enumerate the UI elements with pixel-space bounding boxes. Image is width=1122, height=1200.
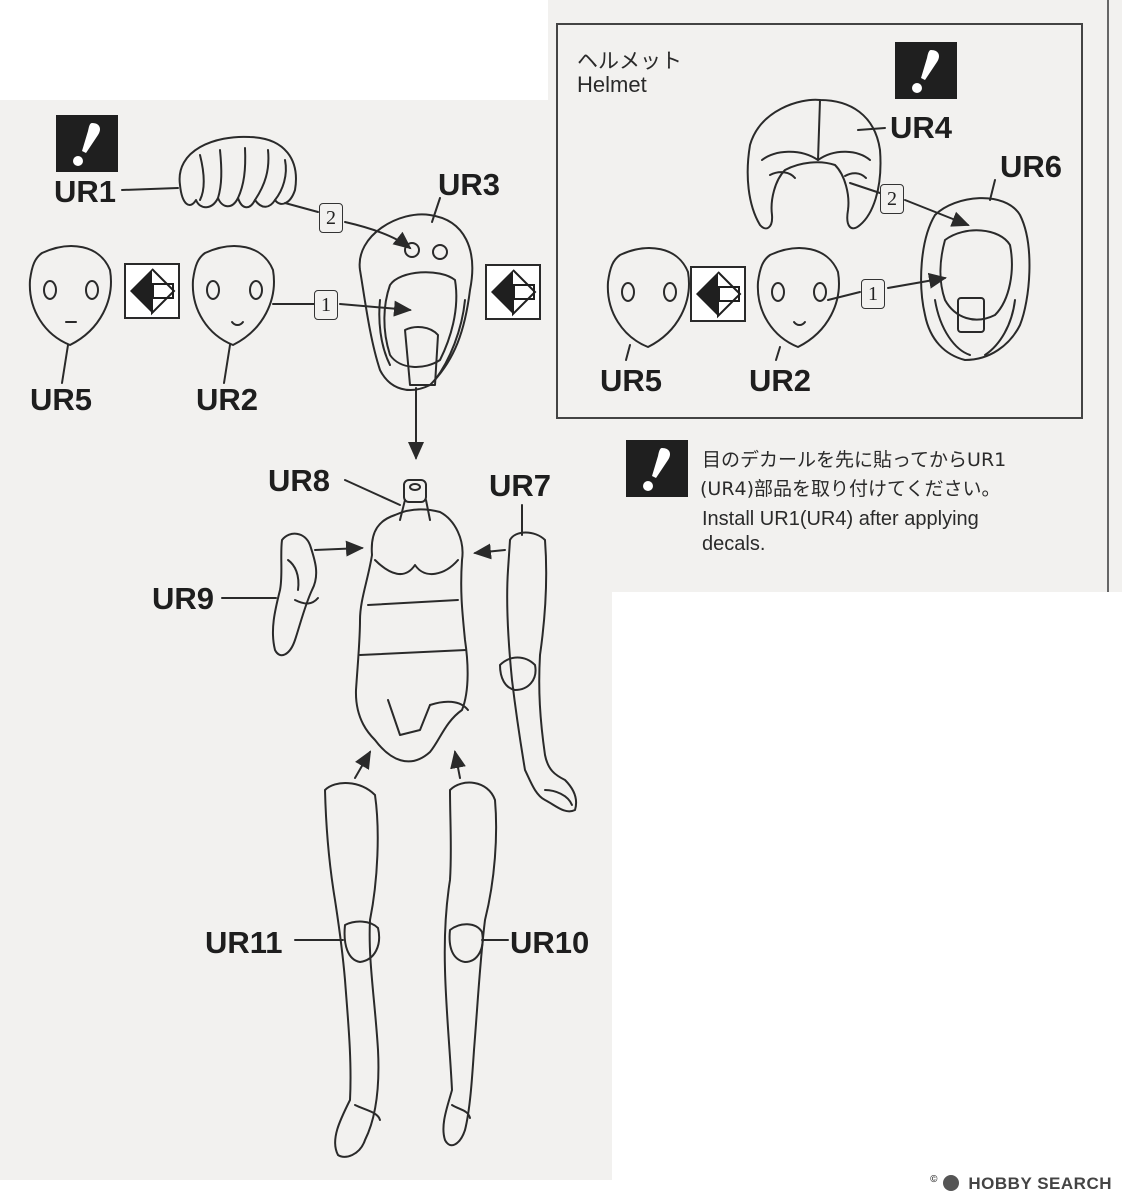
brand-name: HOBBY SEARCH xyxy=(968,1174,1112,1193)
part-label-ur10: UR10 xyxy=(510,925,590,960)
part-label-ur8: UR8 xyxy=(268,463,331,498)
leg-part-ur11 xyxy=(324,782,381,1158)
note-en-line2: decals. xyxy=(702,533,766,555)
step-number-1: 1 xyxy=(861,279,885,309)
guide-step1-right-b xyxy=(887,272,947,289)
guide-ur7 xyxy=(473,543,506,560)
leader-ur2-right xyxy=(775,346,781,361)
face-ur5-left xyxy=(28,245,112,346)
swap-arrows-icon xyxy=(690,266,746,322)
sheet-edge-line xyxy=(1107,0,1109,592)
swap-arrows-icon xyxy=(124,263,180,319)
note-jp-line1: 目のデカールを先に貼ってからUR1 xyxy=(702,449,1007,471)
guide-step2-left xyxy=(284,202,319,213)
guide-step1-left-b xyxy=(339,300,412,317)
part-label-ur3: UR3 xyxy=(438,167,501,202)
guide-ur9 xyxy=(314,540,364,557)
step-number-2: 2 xyxy=(880,184,904,214)
guide-ur11 xyxy=(354,750,371,779)
leader-ur3 xyxy=(431,197,441,223)
swap-arrows-icon xyxy=(485,264,541,320)
leader-ur1 xyxy=(121,187,179,191)
face-ur2-right xyxy=(756,247,840,348)
watermark: © HOBBY SEARCH xyxy=(930,1174,1112,1194)
guide-step2-right-b xyxy=(904,199,970,227)
leader-ur2-left xyxy=(223,344,231,384)
leader-ur6 xyxy=(989,179,996,201)
part-label-ur4: UR4 xyxy=(890,110,953,145)
part-label-ur5: UR5 xyxy=(30,382,93,417)
helmet-shell-ur4 xyxy=(746,98,882,230)
part-label-ur2: UR2 xyxy=(749,363,812,398)
leg-part-ur10 xyxy=(442,781,498,1147)
torso-part-ur8 xyxy=(354,479,469,763)
guide-step1-right-a xyxy=(827,291,861,301)
face-ur2-left xyxy=(191,245,275,346)
helmet-title-en: Helmet xyxy=(577,72,647,97)
face-ur5-right xyxy=(606,247,690,348)
part-label-ur5: UR5 xyxy=(600,363,663,398)
guide-step2-left-b xyxy=(344,221,412,250)
leader-ur5-left xyxy=(61,344,69,384)
arm-part-ur7 xyxy=(499,531,578,813)
leader-ur4 xyxy=(857,127,886,131)
step-number-1: 1 xyxy=(314,290,338,320)
part-label-ur2: UR2 xyxy=(196,382,259,417)
attention-icon xyxy=(626,440,688,497)
part-label-ur9: UR9 xyxy=(152,581,215,616)
part-label-ur1: UR1 xyxy=(54,174,117,209)
part-label-ur7: UR7 xyxy=(489,468,552,503)
hair-part-ur1 xyxy=(178,135,297,209)
step-number-2: 2 xyxy=(319,203,343,233)
helmet-title-jp: ヘルメット xyxy=(577,49,682,73)
attention-icon xyxy=(56,115,118,172)
copyright-symbol: © xyxy=(930,1174,938,1185)
head-part-ur3 xyxy=(358,213,474,391)
attention-icon xyxy=(895,42,957,99)
arm-part-ur9 xyxy=(271,532,319,657)
part-label-ur6: UR6 xyxy=(1000,149,1063,184)
brand-logo-icon xyxy=(943,1175,960,1191)
part-label-ur11: UR11 xyxy=(205,925,283,960)
helmet-panel xyxy=(556,23,1083,419)
leader-ur8 xyxy=(344,479,401,506)
note-en-line1: Install UR1(UR4) after applying xyxy=(702,508,979,530)
paper-top-strip xyxy=(548,0,1108,100)
guide-step2-right-a xyxy=(849,182,881,194)
note-jp-line2: (UR4)部品を取り付けてください。 xyxy=(700,478,1001,500)
guide-ur10 xyxy=(450,750,466,779)
leader-ur5-right xyxy=(625,344,631,361)
